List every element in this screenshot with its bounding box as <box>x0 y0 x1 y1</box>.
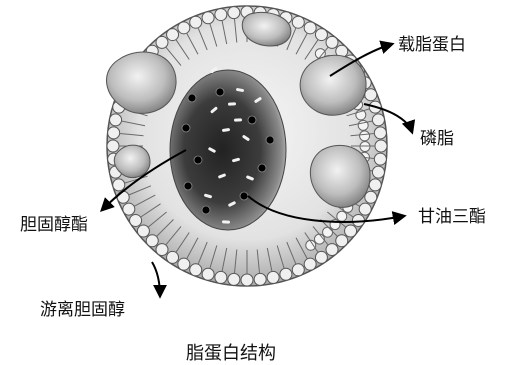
cholesteryl-ester-molecule <box>258 164 266 172</box>
phospholipid-head <box>113 179 125 191</box>
cholesteryl-ester-molecule <box>240 192 248 200</box>
apolipoprotein-blob <box>300 55 366 115</box>
cholesteryl-ester-molecule <box>194 156 202 164</box>
phospholipid-head <box>369 179 381 191</box>
phospholipid-head <box>360 142 370 152</box>
phospholipid-head <box>215 271 227 283</box>
phospholipid-head <box>375 140 387 152</box>
cholesteryl-ester-molecule <box>202 206 210 214</box>
phospholipid-head <box>374 153 386 165</box>
free-cholesterol-molecule <box>234 118 242 121</box>
phospholipid-head <box>123 203 135 215</box>
phospholipid-head <box>178 22 190 34</box>
phospholipid-head <box>215 9 227 21</box>
phospholipid-head <box>156 36 168 48</box>
cholesteryl-ester-molecule <box>266 136 274 144</box>
label-cholesteryl-ester: 胆固醇酯 <box>20 215 88 235</box>
phospholipid-head <box>130 214 142 226</box>
phospholipid-head <box>167 251 179 263</box>
phospholipid-head <box>110 114 122 126</box>
cholesteryl-ester-molecule <box>182 124 190 132</box>
phospholipid-head <box>178 258 190 270</box>
diagram-caption: 脂蛋白结构 <box>186 343 276 364</box>
phospholipid-head <box>241 274 253 286</box>
cholesteryl-ester-molecule <box>188 94 196 102</box>
phospholipid-head <box>156 244 168 256</box>
phospholipid-head <box>315 251 327 263</box>
free-cholesterol-molecule <box>228 102 236 105</box>
phospholipid-head <box>360 131 370 141</box>
phospholipid-head <box>280 268 292 280</box>
label-phospholipid: 磷脂 <box>420 129 454 149</box>
phospholipid-head <box>315 29 327 41</box>
phospholipid-head <box>323 227 333 237</box>
phospholipid-head <box>267 271 279 283</box>
label-apolipoprotein: 载脂蛋白 <box>398 35 466 55</box>
phospholipid-head <box>117 191 129 203</box>
phospholipid-head <box>190 264 202 276</box>
phospholipid-head <box>326 36 338 48</box>
cholesteryl-ester-molecule <box>184 182 192 190</box>
label-triglyceride: 甘油三酯 <box>418 207 486 227</box>
phospholipid-head <box>202 12 214 24</box>
phospholipid-head <box>304 22 316 34</box>
phospholipid-head <box>228 7 240 19</box>
phospholipid-head <box>372 114 384 126</box>
phospholipid-head <box>374 127 386 139</box>
phospholipid-head <box>292 16 304 28</box>
arrow-free-cholesterol <box>152 262 160 296</box>
cholesteryl-ester-molecule <box>216 88 224 96</box>
phospholipid-head <box>336 235 348 247</box>
phospholipid-head <box>345 225 357 237</box>
phospholipid-head <box>304 258 316 270</box>
phospholipid-head <box>202 268 214 280</box>
phospholipid-head <box>146 235 158 247</box>
phospholipid-head <box>254 273 266 285</box>
phospholipid-head <box>337 211 347 221</box>
label-free-cholesterol: 游离胆固醇 <box>40 300 125 320</box>
phospholipid-head <box>137 225 149 237</box>
cholesteryl-ester-molecule <box>248 116 256 124</box>
phospholipid-head <box>326 244 338 256</box>
phospholipid-head <box>359 203 371 215</box>
phospholipid-head <box>107 140 119 152</box>
phospholipid-head <box>292 264 304 276</box>
phospholipid-head <box>190 16 202 28</box>
phospholipid-head <box>228 273 240 285</box>
free-cholesterol-molecule <box>222 220 230 224</box>
phospholipid-head <box>167 29 179 41</box>
phospholipid-head <box>372 166 384 178</box>
lipid-core <box>170 70 286 230</box>
phospholipid-head <box>108 127 120 139</box>
phospholipid-head <box>365 89 377 101</box>
